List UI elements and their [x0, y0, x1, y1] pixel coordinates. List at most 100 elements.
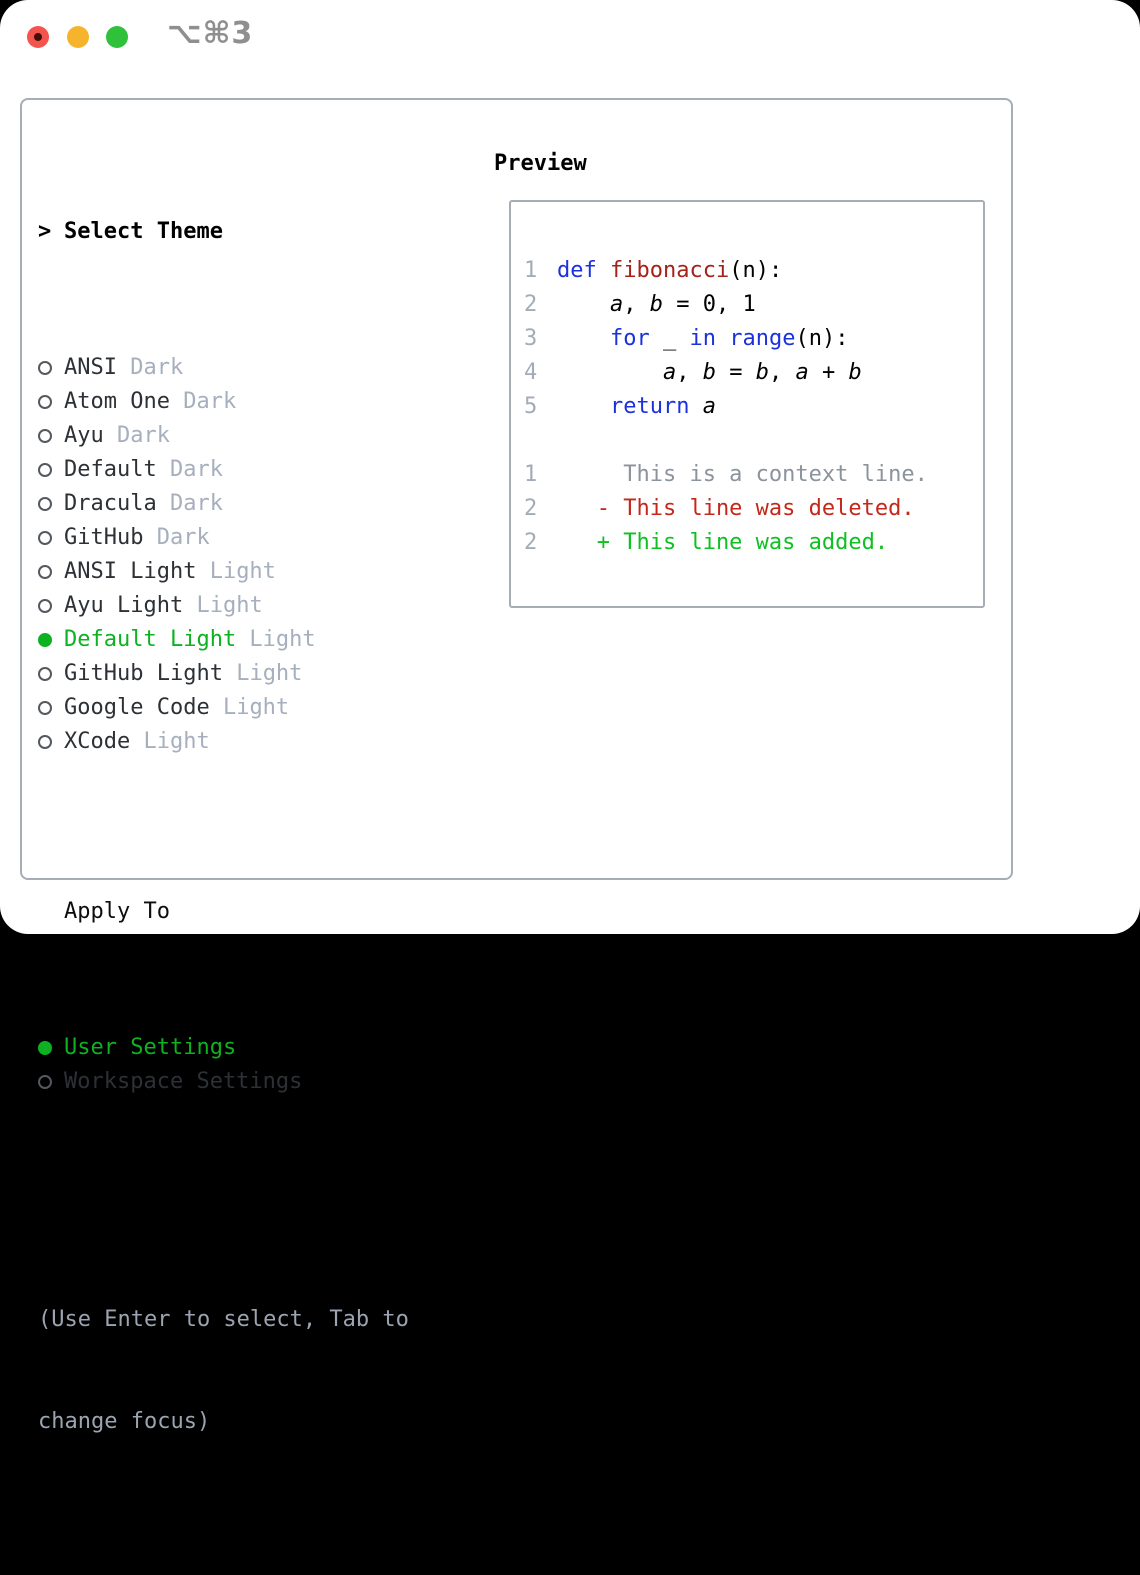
code-line: 2 + This line was added.: [524, 526, 983, 560]
theme-option[interactable]: ANSI Dark: [38, 351, 409, 385]
radio-unselected-icon: [38, 701, 64, 715]
code-segment: a: [702, 394, 716, 419]
radio-circle: [38, 633, 52, 647]
code-segment: = 0, 1: [662, 292, 756, 317]
radio-unselected-icon: [38, 429, 64, 443]
theme-variant: Dark: [143, 525, 210, 550]
code-segment: a: [609, 292, 624, 317]
code-segment: [557, 394, 610, 419]
theme-name: Default Light: [64, 627, 237, 652]
code-line: 1 def fibonacci(n):: [524, 254, 983, 288]
theme-name: Google Code: [64, 695, 210, 720]
code-segment: + This line was added.: [557, 530, 889, 555]
code-segment: b: [702, 360, 716, 385]
code-segment: [557, 292, 610, 317]
radio-circle: [38, 429, 52, 443]
apply-to-heading: Apply To: [38, 895, 409, 929]
radio-circle: [38, 735, 52, 749]
radio-selected-icon: [38, 633, 64, 647]
theme-option[interactable]: Ayu Light Light: [38, 589, 409, 623]
maximize-button[interactable]: [106, 26, 128, 48]
code-segment: ,: [676, 360, 703, 385]
radio-unselected-icon: [38, 361, 64, 375]
code-line: 4 a, b = b, a + b: [524, 356, 983, 390]
theme-option[interactable]: Ayu Dark: [38, 419, 409, 453]
code-segment: This is a context line.: [557, 462, 928, 487]
line-number: 5: [524, 394, 538, 419]
line-number: 1: [524, 258, 538, 283]
hint-text: (Use Enter to select, Tab to change focu…: [38, 1235, 409, 1507]
radio-circle: [38, 1041, 52, 1055]
code-segment: - This line was deleted.: [557, 496, 915, 521]
radio-unselected-icon: [38, 599, 64, 613]
theme-option[interactable]: GitHub Light Light: [38, 657, 409, 691]
code-line: 5 return a: [524, 390, 983, 424]
theme-option[interactable]: Default Dark: [38, 453, 409, 487]
select-theme-heading: >Select Theme: [38, 215, 409, 249]
radio-circle: [38, 599, 52, 613]
code-segment: fibonacci: [610, 258, 730, 283]
theme-variant: Light: [183, 593, 263, 618]
theme-variant: Light: [196, 559, 276, 584]
code-segment: _: [649, 326, 690, 351]
theme-option[interactable]: Default Light Light: [38, 623, 409, 657]
chevron-right-icon: >: [38, 219, 52, 244]
code-segment: in: [689, 326, 716, 351]
code-segment: (n):: [795, 326, 849, 351]
apply-option-label: User Settings: [64, 1035, 237, 1060]
theme-name: Ayu Light: [64, 593, 184, 618]
hint-line-2: change focus): [38, 1409, 211, 1434]
line-number: 2: [524, 292, 538, 317]
close-button[interactable]: [27, 26, 49, 48]
radio-unselected-icon: [38, 1075, 64, 1089]
radio-circle: [38, 565, 52, 579]
apply-to-option[interactable]: Workspace Settings: [38, 1065, 409, 1099]
theme-option[interactable]: GitHub Dark: [38, 521, 409, 555]
hint-line-1: (Use Enter to select, Tab to: [38, 1307, 409, 1332]
theme-variant: Dark: [156, 491, 223, 516]
code-segment: range: [729, 326, 796, 351]
code-segment: [557, 360, 663, 385]
radio-unselected-icon: [38, 463, 64, 477]
radio-circle: [38, 667, 52, 681]
code-line: 2 a, b = 0, 1: [524, 288, 983, 322]
code-segment: for: [609, 326, 650, 351]
theme-variant: Dark: [156, 457, 223, 482]
theme-option[interactable]: Google Code Light: [38, 691, 409, 725]
theme-name: GitHub Light: [64, 661, 223, 686]
code-segment: (n):: [729, 258, 783, 283]
code-segment: return: [609, 394, 690, 419]
code-segment: [597, 258, 610, 283]
radio-unselected-icon: [38, 531, 64, 545]
code-segment: ,: [768, 360, 796, 385]
code-segment: [689, 394, 702, 419]
code-line: 2 - This line was deleted.: [524, 492, 983, 526]
theme-option[interactable]: ANSI Light Light: [38, 555, 409, 589]
theme-option[interactable]: Atom One Dark: [38, 385, 409, 419]
theme-option[interactable]: XCode Light: [38, 725, 409, 759]
code-segment: b: [755, 360, 769, 385]
line-number: 4: [524, 360, 538, 385]
code-segment: [716, 326, 729, 351]
radio-circle: [38, 463, 52, 477]
apply-to-option[interactable]: User Settings: [38, 1031, 409, 1065]
theme-name: Default: [64, 457, 157, 482]
code-line: 3 for _ in range(n):: [524, 322, 983, 356]
minimize-button[interactable]: [67, 26, 89, 48]
keyboard-shortcut-label: ⌥⌘3: [167, 16, 254, 51]
radio-circle: [38, 1075, 52, 1089]
line-number: 3: [524, 326, 538, 351]
theme-option[interactable]: Dracula Dark: [38, 487, 409, 521]
radio-unselected-icon: [38, 497, 64, 511]
code-segment: b: [649, 292, 663, 317]
code-segment: def: [557, 258, 597, 283]
apply-option-label: Workspace Settings: [64, 1069, 303, 1094]
theme-variant: Light: [130, 729, 210, 754]
line-number: 2: [524, 530, 538, 555]
